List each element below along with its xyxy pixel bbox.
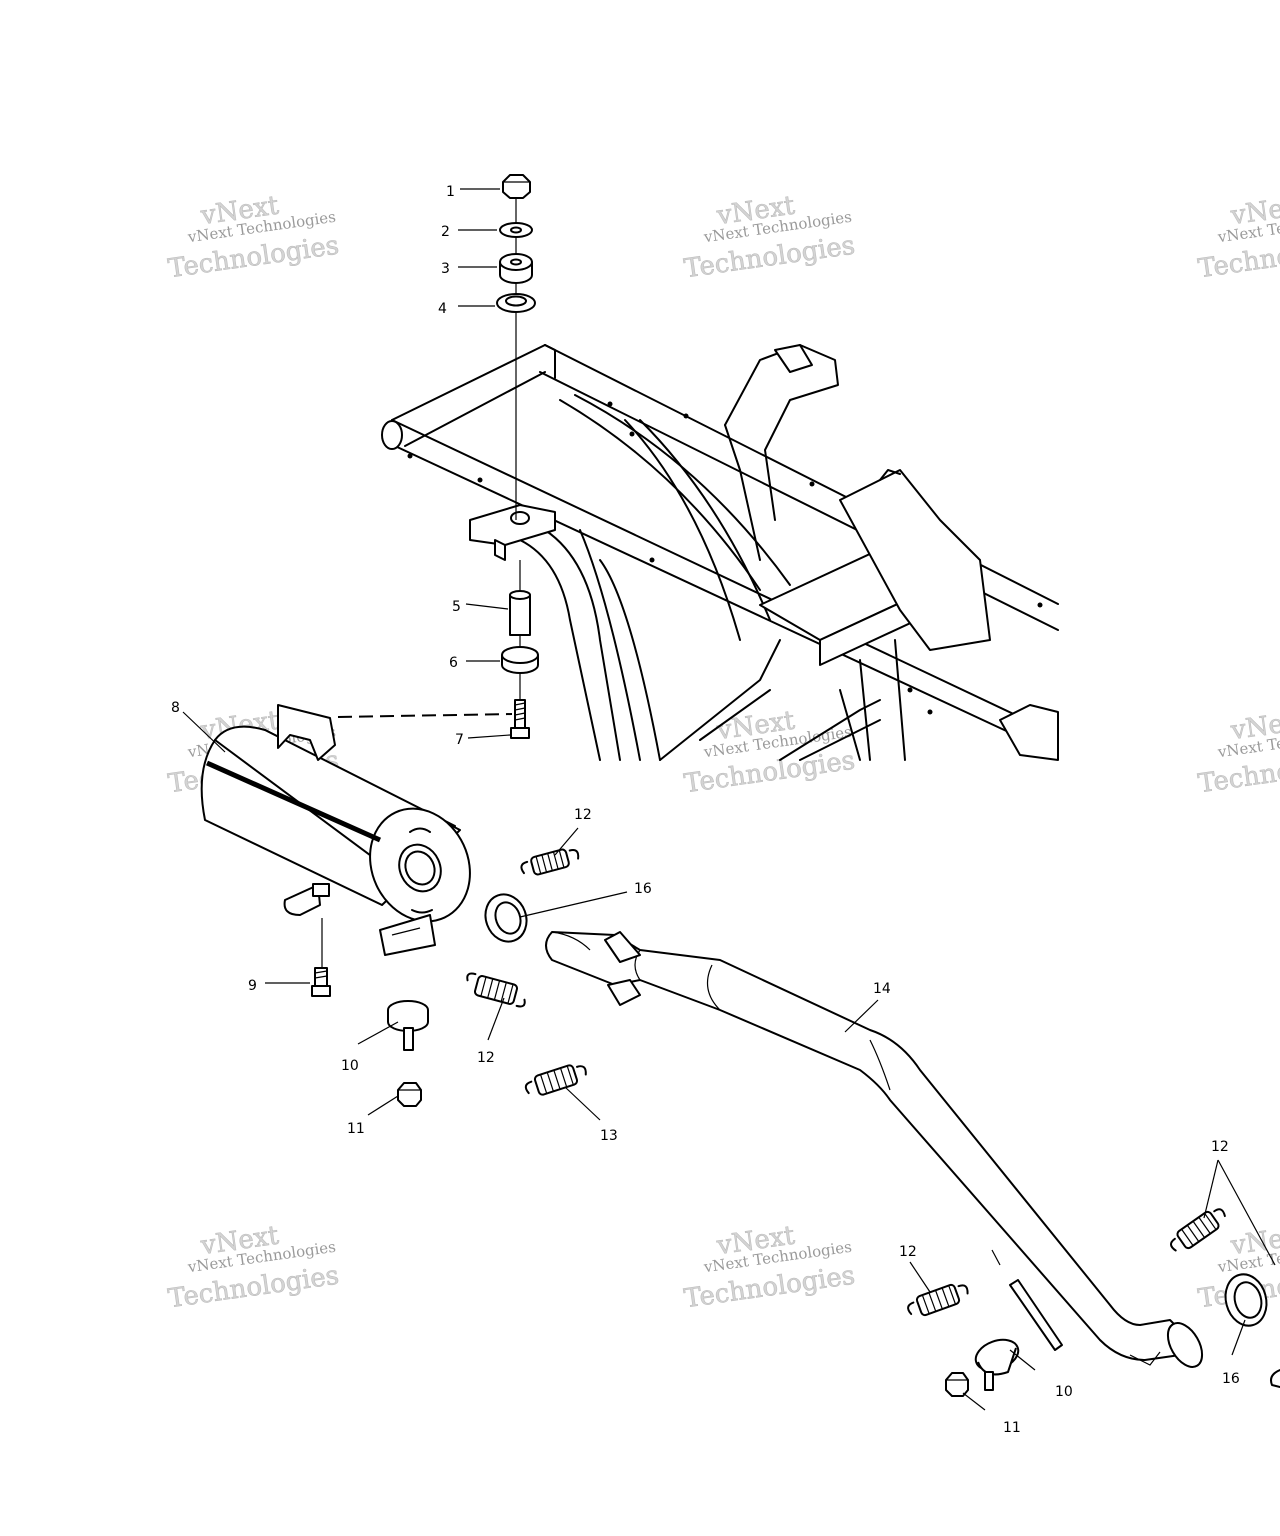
callout-8: 8	[171, 700, 180, 716]
exhaust-gasket	[484, 893, 528, 943]
spring	[1170, 1208, 1226, 1252]
leader-lines	[182, 188, 1276, 1411]
watermark: vNext vNext Technologies Technologies	[166, 190, 341, 284]
muffler	[200, 704, 471, 956]
watermark: vNext vNext Te Technologie	[1196, 705, 1280, 799]
svg-text:vNext Te: vNext Te	[1216, 734, 1280, 761]
hex-nut	[945, 1372, 969, 1397]
svg-text:vNext Te: vNext Te	[1216, 219, 1280, 246]
rubber-grommet	[387, 1000, 429, 1051]
spring	[524, 1064, 587, 1096]
callout-6: 6	[449, 655, 458, 671]
callout-9: 9	[248, 978, 257, 994]
callout-12: 12	[1211, 1139, 1229, 1155]
hex-nut	[397, 1082, 422, 1107]
exhaust-head-pipe	[545, 931, 1204, 1368]
hex-nut	[502, 174, 531, 199]
callout-11: 11	[1003, 1420, 1021, 1436]
spacer	[509, 594, 531, 636]
callout-12: 12	[899, 1244, 917, 1260]
callout-10: 10	[1055, 1384, 1073, 1400]
callout-12: 12	[477, 1050, 495, 1066]
callout-4: 4	[438, 301, 447, 317]
svg-text:vNext Te: vNext Te	[1216, 1249, 1280, 1276]
callout-13: 13	[600, 1128, 618, 1144]
chassis-frame	[381, 344, 1059, 761]
mount-hardware-stack	[337, 174, 539, 739]
callout-3: 3	[441, 261, 450, 277]
callout-1: 1	[446, 184, 455, 200]
rubber-grommet	[974, 1338, 1020, 1391]
callout-10: 10	[341, 1058, 359, 1074]
spring-hook-partial	[1270, 1369, 1280, 1388]
callout-2: 2	[441, 224, 450, 240]
callout-14: 14	[873, 981, 891, 997]
callout-16: 16	[634, 881, 652, 897]
spring	[466, 972, 526, 1008]
callout-7: 7	[455, 732, 464, 748]
exhaust-gasket	[1224, 1273, 1268, 1327]
watermark: vNext vNext Technologies Technologies	[682, 1220, 857, 1314]
spring	[907, 1283, 969, 1317]
watermark: vNext vNext Te Technologie	[1196, 190, 1280, 284]
callout-labels: 1 2 3 4 5 6 7 8 9 10 11 12 12 13 14 16 1…	[171, 184, 1240, 1436]
watermark: vNext vNext Technologies Technologies	[682, 705, 857, 799]
spring	[520, 848, 580, 876]
callout-11: 11	[347, 1121, 365, 1137]
bolt	[311, 918, 331, 997]
callout-5: 5	[452, 599, 461, 615]
watermark: vNext vNext Technologies Technologies	[166, 1220, 341, 1314]
callout-16: 16	[1222, 1371, 1240, 1387]
watermark: vNext vNext Technologies Technologies	[682, 190, 857, 284]
callout-12: 12	[574, 807, 592, 823]
